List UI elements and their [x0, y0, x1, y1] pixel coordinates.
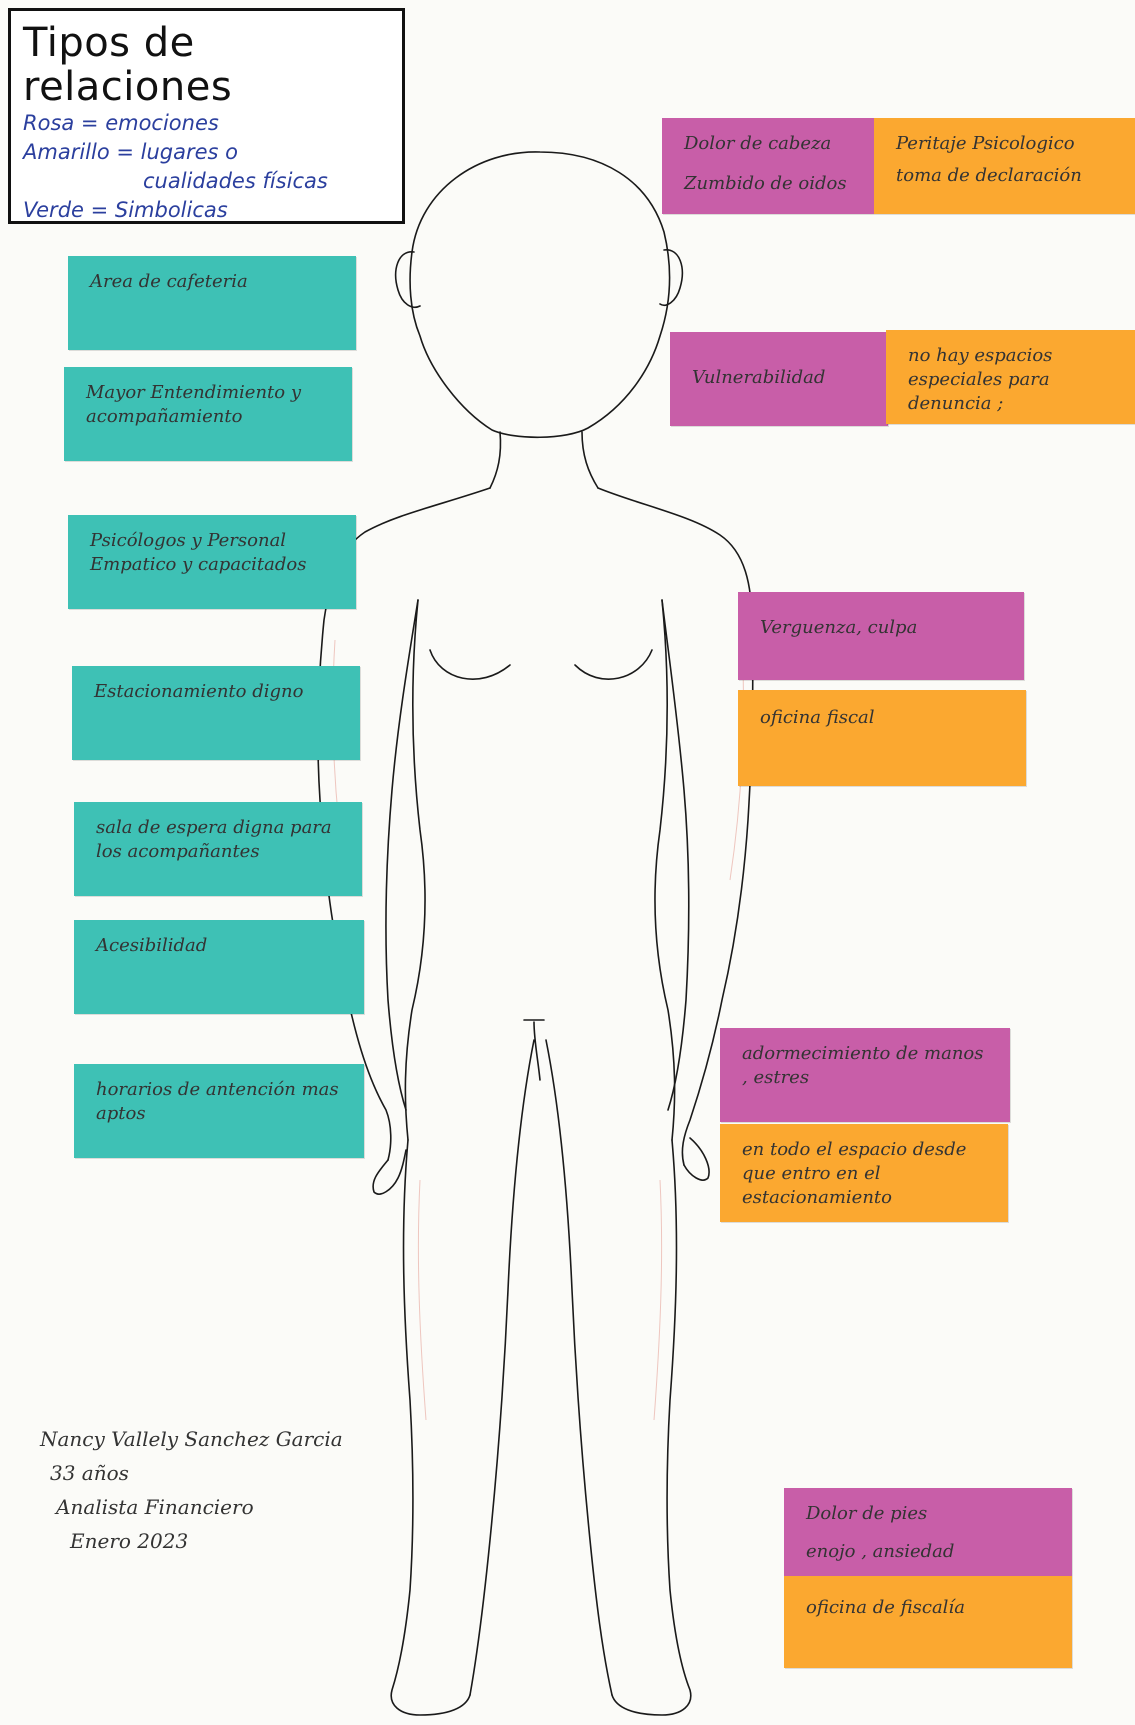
- note-line: toma de declaración: [896, 164, 1113, 188]
- legend-box: Tipos de relaciones Rosa = emociones Ama…: [8, 8, 405, 224]
- sticky-note-orange-peritaje: Peritaje Psicologico toma de declaración: [874, 118, 1135, 214]
- sticky-note-pink-vulnerability: Vulnerabilidad: [670, 332, 888, 426]
- author-info: Nancy Vallely Sanchez Garcia 33 años Ana…: [40, 1422, 420, 1558]
- legend-yellow-places: Amarillo = lugares o: [23, 138, 390, 167]
- sticky-note-pink-headache: Dolor de cabeza Zumbido de oidos: [662, 118, 874, 214]
- note-line: Zumbido de oidos: [684, 172, 852, 196]
- author-date: Enero 2023: [40, 1524, 420, 1558]
- author-name: Nancy Vallely Sanchez Garcia: [40, 1422, 420, 1456]
- sticky-note-orange-fiscalia: oficina de fiscalía: [784, 1576, 1072, 1668]
- note-line: Dolor de cabeza: [684, 132, 852, 156]
- sticky-note-green-schedules: horarios de antención mas aptos: [74, 1064, 364, 1158]
- author-age: 33 años: [40, 1456, 420, 1490]
- sticky-note-green-parking: Estacionamiento digno: [72, 666, 360, 760]
- sticky-note-green-accessibility: Acesibilidad: [74, 920, 364, 1014]
- sticky-note-orange-office: oficina fiscal: [738, 690, 1026, 786]
- legend-yellow-places-cont: cualidades físicas: [23, 167, 390, 196]
- sticky-note-pink-shame: Verguenza, culpa: [738, 592, 1024, 680]
- note-line: Dolor de pies: [806, 1502, 1050, 1526]
- note-line: enojo , ansiedad: [806, 1540, 1050, 1564]
- sticky-note-orange-no-spaces: no hay espacios especiales para denuncia…: [886, 330, 1135, 424]
- author-job: Analista Financiero: [40, 1490, 420, 1524]
- legend-title: Tipos de relaciones: [23, 21, 390, 109]
- sticky-note-green-cafeteria: Area de cafeteria: [68, 256, 356, 350]
- legend-green-symbolic: Verde = Simbolicas: [23, 196, 390, 225]
- note-line: Peritaje Psicologico: [896, 132, 1113, 156]
- sticky-note-green-understanding: Mayor Entendimiento y acompañamiento: [64, 367, 352, 461]
- sticky-note-green-waiting-room: sala de espera digna para los acompañant…: [74, 802, 362, 896]
- legend-pink-emotions: Rosa = emociones: [23, 109, 390, 138]
- sticky-note-pink-feet: Dolor de pies enojo , ansiedad: [784, 1488, 1072, 1576]
- sticky-note-green-psychologists: Psicólogos y Personal Empatico y capacit…: [68, 515, 356, 609]
- sticky-note-orange-everywhere: en todo el espacio desde que entro en el…: [720, 1124, 1008, 1222]
- sticky-note-pink-numbness: adormecimiento de manos , estres: [720, 1028, 1010, 1122]
